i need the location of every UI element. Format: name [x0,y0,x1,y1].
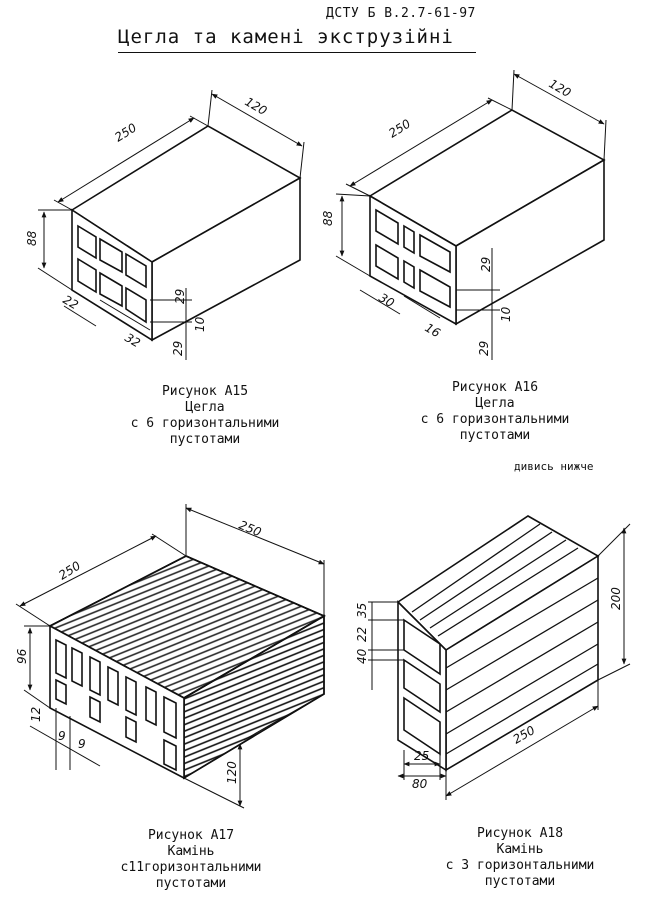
figure-a18-caption-block: Рисунок А18 Камінь с 3 горизонтальними п… [420,826,620,890]
a15-dim-d2: 32 [123,330,143,350]
figure-a17-desc: с11горизонтальними [120,860,262,875]
figure-a17-kind: Камінь [167,844,215,859]
figure-a18-kind: Камінь [496,842,544,857]
figure-a16-caption: Рисунок А16 [451,380,539,395]
figure-a15-drawing [37,89,305,360]
a18-dim-d2: 22 [355,627,369,642]
a15-dim-d3: 29 [173,289,187,304]
page-title: Цегла та камені экструзійні [118,26,454,48]
a17-dim-d1: 12 [29,707,43,722]
figure-a17-caption-block: Рисунок А17 Камінь с11горизонтальними пу… [96,828,286,892]
a15-dim-d1: 22 [61,292,81,312]
figure-a15-caption: Рисунок А15 [161,384,249,399]
a17-dim-d4: 120 [225,761,239,784]
a15-dim-d4: 10 [193,316,207,332]
figure-a18-desc-2: пустотами [484,874,556,889]
figure-a15-desc: с 6 горизонтальними [130,416,280,431]
a16-dim-height: 88 [321,210,335,226]
a18-dim-height: 200 [609,587,623,610]
figure-a18-drawing [368,515,631,800]
standard-code: ДСТУ Б В.2.7-61-97 [326,6,476,21]
a15-dim-height: 88 [25,230,39,246]
a16-dim-d3: 29 [479,257,493,272]
a17-dim-height: 96 [15,648,29,664]
figure-a18-caption: Рисунок А18 [476,826,564,841]
figure-a16-drawing [335,69,607,360]
a16-dim-d1: 30 [377,290,398,310]
figure-a17-drawing [15,504,326,809]
a16-hole-pattern [375,208,451,309]
a17-dim-width: 250 [237,518,264,540]
a17-dim-length: 250 [56,558,83,582]
figure-a15-desc-2: пустотами [169,432,241,447]
a15-hole-pattern [77,224,147,324]
a16-dim-d2: 16 [423,320,444,340]
title-underline [118,52,476,53]
figure-a15-caption-block: Рисунок А15 Цегла с 6 горизонтальними пу… [110,384,300,448]
figure-a16-kind: Цегла [475,396,515,411]
figure-a18-desc: с 3 горизонтальними [445,858,595,873]
a17-hole-pattern [55,638,177,772]
a17-dim-d2: 9 [58,729,66,743]
figure-a15-kind: Цегла [185,400,225,415]
a15-dim-d5: 29 [171,341,185,356]
figure-a17-desc-2: пустотами [155,876,227,891]
a16-dim-width: 120 [547,76,574,100]
figure-a16-desc-2: пустотами [459,428,531,443]
a17-dim-d3: 9 [78,737,86,751]
a15-dim-width: 120 [243,94,270,118]
a18-dim-d1: 35 [355,603,369,618]
figure-a16-caption-block: Рисунок А16 Цегла с 6 горизонтальними пу… [400,380,590,444]
a18-top-ribs [411,523,579,637]
a16-dim-d4: 10 [499,306,513,322]
a18-dim-d3: 40 [355,648,369,664]
a16-dim-d5: 29 [477,341,491,356]
a16-dim-length: 250 [386,116,413,140]
a18-dim-d5: 80 [412,777,428,791]
figure-a17-caption: Рисунок А17 [147,828,235,843]
a15-dim-length: 250 [112,120,139,144]
a18-dim-d4: 25 [414,749,429,763]
figure-a16-desc: с 6 горизонтальними [420,412,570,427]
see-below-note: дивись нижче [514,460,594,473]
